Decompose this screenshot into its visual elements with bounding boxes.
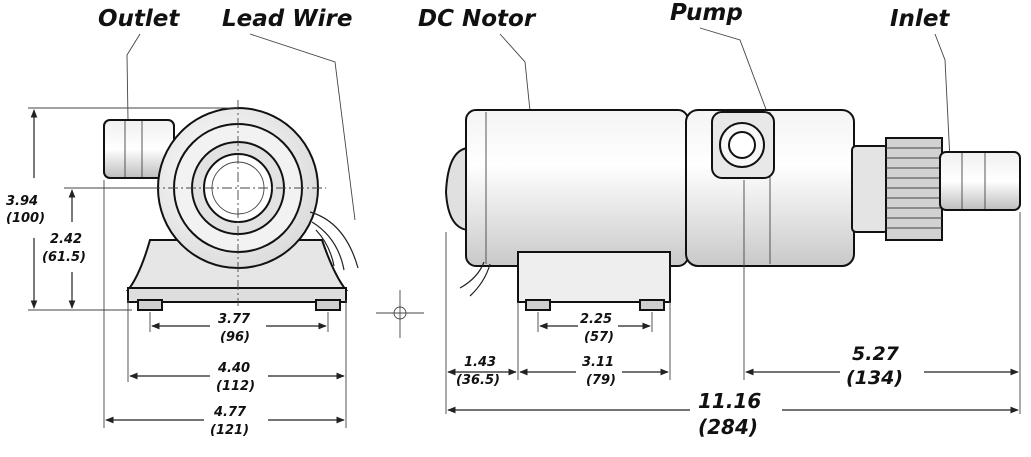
pump-label: Pump — [670, 0, 743, 26]
side-foot-left — [525, 299, 551, 311]
base-width-in: 4.40 — [217, 361, 250, 376]
inlet-length-mm: (134) — [846, 367, 903, 389]
inlet-label: Inlet — [890, 6, 950, 32]
base-length-in: 3.11 — [582, 355, 614, 370]
base-length-mm: (79) — [586, 373, 616, 388]
overall-length-mm: (284) — [698, 415, 758, 439]
side-view — [444, 109, 1021, 311]
side-dimensions: 2.25 (57) 1.43 (36.5) 3.11 (79) 5.27 (13… — [445, 180, 1021, 439]
side-lead-wire-1 — [459, 261, 485, 289]
height-overall-in: 3.94 — [6, 194, 38, 209]
lead-wire-label: Lead Wire — [222, 6, 352, 32]
height-center-in: 2.42 — [50, 232, 82, 247]
motor-end-cap — [444, 146, 469, 232]
dc-motor-body — [465, 109, 689, 267]
mount-foot-right — [315, 299, 341, 311]
front-view — [103, 100, 359, 311]
side-foot-right — [639, 299, 665, 311]
mount-holes-mm: (96) — [220, 330, 250, 345]
bracket-foot — [127, 287, 347, 303]
mount-holes-in: 3.77 — [218, 312, 251, 327]
inlet-collar — [851, 145, 889, 233]
thread-lines — [886, 147, 942, 229]
height-overall-mm: (100) — [6, 211, 45, 226]
outlet-leader — [126, 33, 141, 121]
overall-width-in: 4.77 — [213, 405, 247, 420]
hole-spacing-in: 2.25 — [580, 312, 612, 327]
front-dimensions: 3.94 (100) 2.42 (61.5) 3.77 (96) 4.40 (1… — [6, 107, 347, 438]
front-offset-in: 1.43 — [464, 355, 496, 370]
lead-wire-leader — [249, 33, 356, 221]
hole-spacing-mm: (57) — [584, 330, 614, 345]
base-block — [517, 251, 671, 303]
lead-wire-2 — [311, 221, 345, 271]
base-width-mm: (112) — [216, 379, 255, 394]
pump-port — [728, 131, 756, 159]
height-center-mm: (61.5) — [42, 250, 86, 265]
inlet-thread — [885, 137, 943, 241]
inlet-length-in: 5.27 — [852, 343, 900, 365]
lead-wire-3 — [315, 229, 335, 267]
inlet-barb — [939, 151, 1021, 211]
inlet-leader — [934, 33, 951, 161]
overall-length-in: 11.16 — [698, 389, 761, 413]
mount-foot-left — [137, 299, 163, 311]
crosshair-symbol — [376, 290, 424, 338]
callout-labels: Outlet Lead Wire DC Notor Pump Inlet — [98, 0, 950, 32]
front-offset-mm: (36.5) — [456, 373, 500, 388]
outlet-label: Outlet — [98, 6, 180, 32]
side-lead-wire-2 — [469, 263, 491, 297]
dc-motor-label: DC Notor — [418, 6, 537, 32]
overall-width-mm: (121) — [210, 423, 249, 438]
lead-wire-1 — [309, 211, 359, 269]
